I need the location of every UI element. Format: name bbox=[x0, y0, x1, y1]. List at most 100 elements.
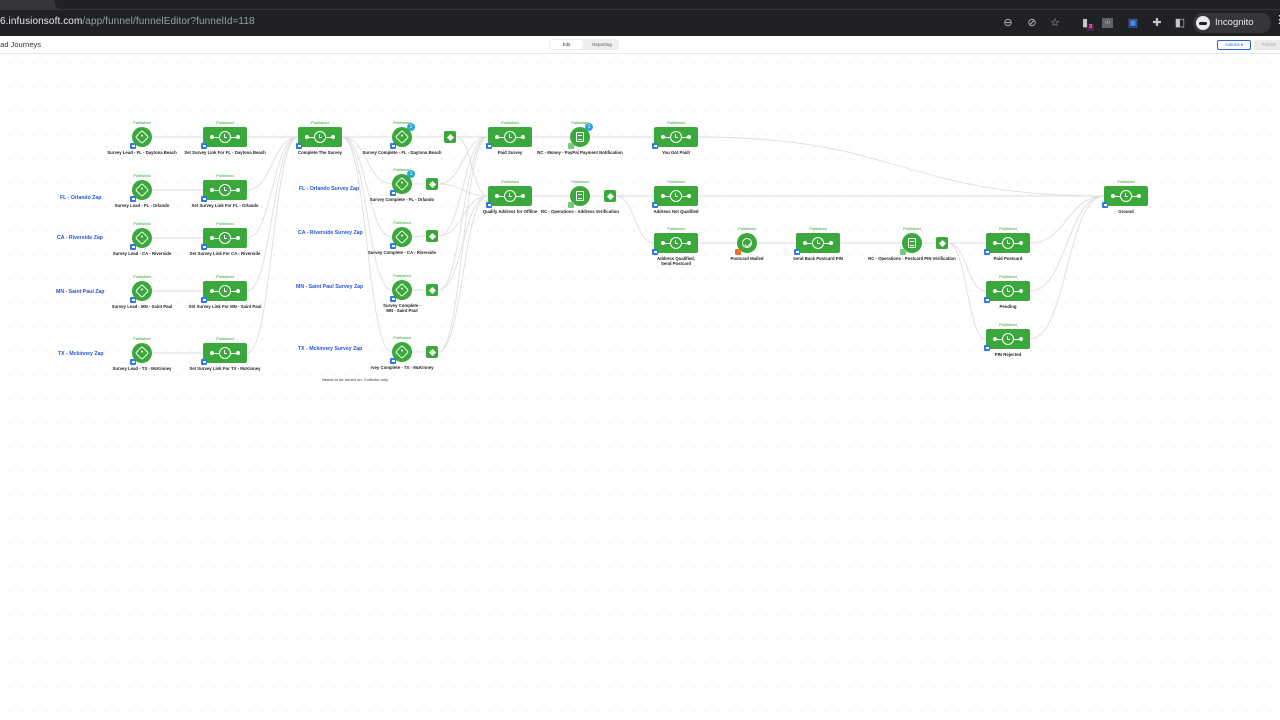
step-label: Qualify Address for Offline bbox=[482, 209, 538, 214]
clock-icon bbox=[504, 190, 516, 202]
step-type-icon bbox=[794, 249, 800, 255]
zap-label[interactable]: CA - Riverside Survey Zap bbox=[298, 230, 363, 236]
doc-step[interactable] bbox=[570, 127, 590, 147]
tag-step[interactable] bbox=[132, 228, 152, 248]
timer-step[interactable] bbox=[654, 127, 698, 147]
goal-connector-icon[interactable] bbox=[604, 190, 616, 202]
clock-icon bbox=[1002, 333, 1014, 345]
zap-label[interactable]: FL - Orlando Survey Zap bbox=[299, 186, 360, 192]
extension-icon[interactable]: ▮ bbox=[1081, 17, 1089, 29]
goal-connector-icon[interactable] bbox=[426, 284, 438, 296]
zoom-out-icon[interactable]: ⊖ bbox=[1003, 17, 1013, 29]
incognito-profile[interactable]: Incognito bbox=[1193, 13, 1271, 33]
address-bar[interactable] bbox=[0, 11, 1075, 34]
timer-step[interactable] bbox=[654, 233, 698, 253]
zap-label[interactable]: CA - Riverside Zap bbox=[57, 235, 103, 241]
timer-step[interactable] bbox=[488, 127, 532, 147]
timer-step[interactable] bbox=[1104, 186, 1148, 206]
doc-step[interactable] bbox=[570, 186, 590, 206]
status-published: Published bbox=[903, 226, 921, 231]
browser-toolbar: 6.infusionsoft.com/app/funnel/funnelEdit… bbox=[0, 10, 1280, 36]
notification-badge[interactable]: 1 bbox=[407, 170, 415, 178]
zap-label[interactable]: FL - Orlando Zap bbox=[60, 195, 102, 201]
reporting-tab[interactable]: Reporting bbox=[592, 42, 612, 47]
url-path: /app/funnel/funnelEditor?funnelId=118 bbox=[82, 16, 255, 27]
goal-connector-icon[interactable] bbox=[936, 237, 948, 249]
goal-connector-icon[interactable] bbox=[444, 131, 456, 143]
status-published: Published bbox=[999, 226, 1017, 231]
timer-step[interactable] bbox=[203, 228, 247, 248]
zap-label[interactable]: TX - Mckinney Zap bbox=[58, 351, 104, 357]
tag-icon bbox=[134, 129, 150, 145]
status-published: Published bbox=[999, 274, 1017, 279]
url-host: 6.infusionsoft.com bbox=[0, 16, 83, 27]
zap-label[interactable]: MN - Saint Paul Zap bbox=[56, 289, 105, 295]
timer-step[interactable] bbox=[298, 127, 342, 147]
zap-label[interactable]: MN - Saint Paul Survey Zap bbox=[296, 284, 364, 290]
tag-step[interactable] bbox=[132, 343, 152, 363]
goal-connector-icon[interactable] bbox=[426, 230, 438, 242]
step-type-icon bbox=[984, 297, 990, 303]
tab-strip bbox=[0, 0, 1280, 10]
publish-button[interactable]: Publish bbox=[1254, 40, 1280, 50]
doc-step[interactable] bbox=[902, 233, 922, 253]
star-icon[interactable]: ☆ bbox=[1050, 17, 1060, 29]
url-text[interactable]: 6.infusionsoft.com/app/funnel/funnelEdit… bbox=[0, 16, 255, 27]
tag-step[interactable] bbox=[132, 127, 152, 147]
status-published: Published bbox=[571, 179, 589, 184]
timer-step[interactable] bbox=[203, 127, 247, 147]
clock-icon bbox=[314, 131, 326, 143]
step-type-icon bbox=[390, 190, 396, 196]
menu-icon[interactable]: ⋮ bbox=[1274, 14, 1280, 26]
status-published: Published bbox=[501, 179, 519, 184]
status-published: Published bbox=[667, 120, 685, 125]
timer-step[interactable] bbox=[488, 186, 532, 206]
tag-step[interactable] bbox=[392, 280, 412, 300]
timer-step[interactable] bbox=[203, 180, 247, 200]
clock-icon bbox=[812, 237, 824, 249]
notification-badge[interactable]: 1 bbox=[585, 123, 593, 131]
sidepanel-icon[interactable]: ◧ bbox=[1174, 17, 1186, 29]
puzzle-icon[interactable]: ✚ bbox=[1152, 17, 1162, 29]
step-type-icon bbox=[652, 143, 658, 149]
tag-icon bbox=[394, 344, 410, 360]
tag-step[interactable] bbox=[392, 227, 412, 247]
timer-step[interactable] bbox=[203, 343, 247, 363]
timer-step[interactable] bbox=[986, 329, 1030, 349]
timer-step[interactable] bbox=[203, 281, 247, 301]
tag-step[interactable] bbox=[392, 174, 412, 194]
notification-badge[interactable]: 1 bbox=[407, 123, 415, 131]
goal-connector-icon[interactable] bbox=[426, 346, 438, 358]
eye-off-icon[interactable]: ⊘ bbox=[1027, 17, 1037, 29]
status-published: Published bbox=[216, 336, 234, 341]
timer-step[interactable] bbox=[654, 186, 698, 206]
step-label: Paid Postcard bbox=[993, 256, 1023, 261]
step-label: Survey Lead - TX - McKinney bbox=[112, 366, 172, 371]
tag-step[interactable] bbox=[132, 281, 152, 301]
timer-step[interactable] bbox=[796, 233, 840, 253]
edit-tab[interactable]: Edit bbox=[550, 40, 583, 49]
tag-step[interactable] bbox=[392, 127, 412, 147]
step-label: Address Qualified, Send Postcard bbox=[657, 256, 695, 266]
extension-icon[interactable]: ▣ bbox=[1127, 17, 1139, 29]
step-label: Set Survey Link For TX - McKinney bbox=[189, 366, 261, 371]
goal-connector-icon[interactable] bbox=[426, 178, 438, 190]
active-tab[interactable] bbox=[55, 0, 1280, 9]
incognito-icon bbox=[1196, 16, 1210, 30]
check-step[interactable] bbox=[737, 233, 757, 253]
timer-step[interactable] bbox=[986, 233, 1030, 253]
check-icon bbox=[742, 238, 752, 248]
status-published: Published bbox=[311, 120, 329, 125]
tag-step[interactable] bbox=[132, 180, 152, 200]
tag-icon bbox=[394, 282, 410, 298]
timer-step[interactable] bbox=[986, 281, 1030, 301]
actions-button[interactable]: Actions ▾ bbox=[1217, 40, 1251, 50]
tag-step[interactable] bbox=[392, 342, 412, 362]
tag-icon bbox=[394, 176, 410, 192]
status-published: Published bbox=[216, 274, 234, 279]
code-icon[interactable]: ‹/› bbox=[1102, 18, 1113, 28]
zap-label[interactable]: TX - Mckinney Survey Zap bbox=[298, 346, 363, 352]
step-type-icon bbox=[984, 249, 990, 255]
step-label: Survey Complete - FL - Orlando bbox=[369, 197, 435, 202]
tag-icon bbox=[134, 283, 150, 299]
